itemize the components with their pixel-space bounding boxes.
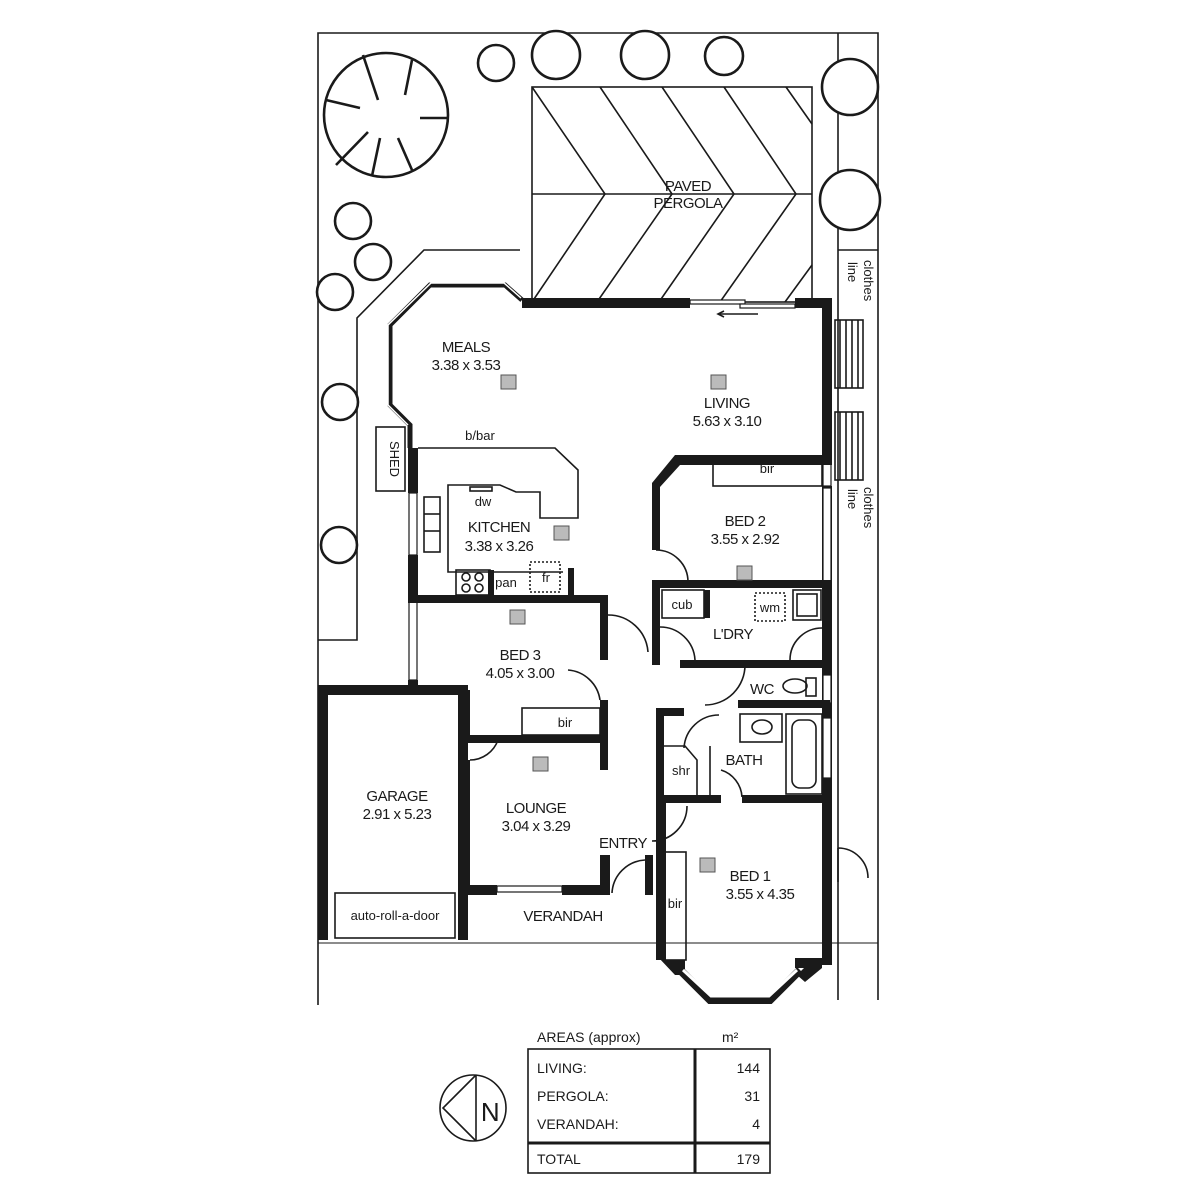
vent-icon xyxy=(736,565,753,581)
wm-label: wm xyxy=(759,600,780,615)
pergola-label-1: PAVED xyxy=(665,178,712,195)
areas-row-value: 144 xyxy=(737,1060,761,1076)
tree-icon xyxy=(320,382,360,422)
kitchen-name: KITCHEN xyxy=(468,519,530,536)
trees xyxy=(315,29,882,565)
areas-total-label: TOTAL xyxy=(537,1151,581,1167)
tree-icon xyxy=(820,57,880,117)
clothes-line-label-1a: clothes xyxy=(861,260,876,302)
verandah-name: VERANDAH xyxy=(523,908,602,925)
bed2-name: BED 2 xyxy=(725,513,766,530)
bath-name: BATH xyxy=(726,752,763,769)
pergola-label-2: PERGOLA xyxy=(653,195,723,212)
bed2-size: 3.55 x 2.92 xyxy=(711,531,780,548)
clothes-line-label-2b: line xyxy=(845,489,860,509)
vent-icon xyxy=(532,756,549,772)
shed-label: SHED xyxy=(387,441,402,477)
tree-icon xyxy=(353,242,393,282)
interior-walls xyxy=(418,447,832,961)
property-boundary xyxy=(317,32,879,1005)
areas-title: AREAS (approx) xyxy=(537,1029,640,1045)
areas-table: AREAS (approx) m² LIVING: 144 PERGOLA: 3… xyxy=(527,1029,771,1174)
garage-size: 2.91 x 5.23 xyxy=(363,806,432,823)
vents xyxy=(500,374,753,873)
living-size: 5.63 x 3.10 xyxy=(693,413,762,430)
garden-path xyxy=(318,249,520,641)
areas-row-label: PERGOLA: xyxy=(537,1088,609,1104)
ldry-name: L'DRY xyxy=(713,626,754,643)
meals-size: 3.38 x 3.53 xyxy=(432,357,501,374)
garage-door-label: auto-roll-a-door xyxy=(351,908,441,923)
compass-letter: N xyxy=(481,1097,499,1127)
vent-icon xyxy=(710,374,727,390)
pan-label: pan xyxy=(495,575,517,590)
areas-unit: m² xyxy=(722,1029,739,1045)
vent-icon xyxy=(509,609,526,625)
areas-row-value: 31 xyxy=(744,1088,760,1104)
areas-row-value: 4 xyxy=(752,1116,760,1132)
wc-name: WC xyxy=(750,681,775,698)
tree-icon xyxy=(619,29,671,81)
bed3-bir-label: bir xyxy=(558,715,573,730)
bed1-bir-label: bir xyxy=(668,896,683,911)
tree-icon xyxy=(818,168,882,232)
dw-label: dw xyxy=(475,494,492,509)
cub-label: cub xyxy=(672,597,693,612)
bed3-size: 4.05 x 3.00 xyxy=(486,665,555,682)
tree-icon xyxy=(530,29,582,81)
areas-row-label: VERANDAH: xyxy=(537,1116,619,1132)
tree-icon xyxy=(319,525,359,565)
vent-icon xyxy=(699,857,716,873)
north-compass-icon: N xyxy=(439,1074,507,1142)
bed3-name: BED 3 xyxy=(500,647,541,664)
lounge-name: LOUNGE xyxy=(506,800,567,817)
fr-label: fr xyxy=(542,570,551,585)
clothes-line-label-2a: clothes xyxy=(861,487,876,529)
areas-total-value: 179 xyxy=(737,1151,761,1167)
tree-icon xyxy=(315,272,355,312)
shed: SHED xyxy=(375,426,406,492)
bbar-label: b/bar xyxy=(465,428,495,443)
room-labels: MEALS 3.38 x 3.53 LIVING 5.63 x 3.10 KIT… xyxy=(363,339,795,925)
side-gate xyxy=(837,847,869,882)
bed2-bir-label: bir xyxy=(760,461,775,476)
large-tree-icon xyxy=(322,51,450,179)
entry-name: ENTRY xyxy=(599,835,648,852)
living-name: LIVING xyxy=(704,395,750,412)
meals-name: MEALS xyxy=(442,339,491,356)
bed1-size: 3.55 x 4.35 xyxy=(726,886,795,903)
garage-name: GARAGE xyxy=(366,788,428,805)
kitchen-size: 3.38 x 3.26 xyxy=(465,538,534,555)
vent-icon xyxy=(553,525,570,541)
exterior-walls: auto-roll-a-door xyxy=(318,282,832,1004)
paved-pergola: PAVED PERGOLA xyxy=(531,86,813,303)
tree-icon xyxy=(333,201,373,241)
clothes-line-label-1b: line xyxy=(845,262,860,282)
fixture-labels: b/bar dw pan fr bir cub wm bir shr bir xyxy=(465,428,780,911)
areas-row-label: LIVING: xyxy=(537,1060,587,1076)
bed1-name: BED 1 xyxy=(730,868,771,885)
tree-icon xyxy=(476,43,516,83)
vent-icon xyxy=(500,374,517,390)
shr-label: shr xyxy=(672,763,691,778)
clothes-lines: clothes line clothes line xyxy=(834,260,876,529)
tree-icon xyxy=(703,35,745,77)
lounge-size: 3.04 x 3.29 xyxy=(502,818,571,835)
